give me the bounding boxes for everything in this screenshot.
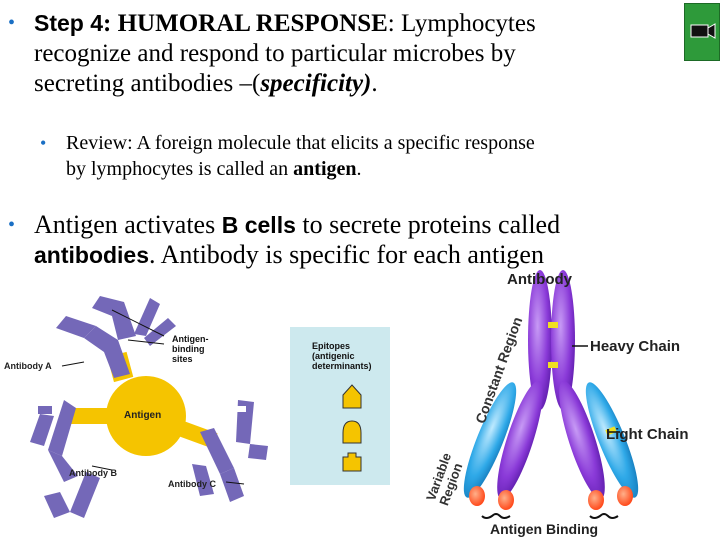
bullet1-line1: Step 4: HUMORAL RESPONSE: Lymphocytes: [34, 10, 536, 37]
video-camera-icon: [690, 23, 716, 39]
epitopes-panel: Epitopes (antigenic determinants): [290, 327, 390, 485]
heavy-chain-arm: [559, 380, 605, 500]
antibody-title: Antibody: [507, 271, 572, 288]
binding-tip: [588, 490, 604, 510]
light-chain: [463, 382, 517, 498]
leader-line: [127, 339, 165, 345]
nav-button[interactable]: [684, 3, 720, 61]
leader-line: [91, 465, 113, 471]
binding-bracket: [481, 513, 511, 519]
antibody-a-label: Antibody A: [4, 361, 52, 371]
heavy-chain-stem: [551, 270, 575, 410]
heavy-chain-stem: [528, 270, 552, 410]
binding-bracket: [589, 513, 619, 519]
bullet-review: • Review: A foreign molecule that elicit…: [40, 130, 690, 182]
antigen-binding-label: Antigen Binding: [490, 521, 599, 537]
heavy-chain-label: Heavy Chain: [590, 338, 681, 355]
bullet3-line1: Antigen activates B cells to secrete pro…: [34, 210, 561, 239]
bullet2-line1: Review: A foreign molecule that elicits …: [66, 132, 535, 154]
bullet-dot: •: [8, 12, 16, 34]
epitope-shape: [342, 420, 362, 444]
hinge-bar: [548, 322, 558, 328]
leader-line: [225, 481, 245, 485]
leader-line: [111, 309, 165, 337]
antigen-knob: [66, 408, 108, 424]
epitope-shape: [342, 384, 362, 409]
bullet-dot: •: [8, 214, 16, 236]
antigen-body: [106, 376, 186, 456]
leader-line: [61, 361, 85, 367]
bullet1-line3: secreting antibodies –(specificity).: [34, 70, 378, 97]
epitopes-label: Epitopes (antigenic determinants): [312, 341, 372, 371]
antibody-b-label: Antibody B: [69, 468, 117, 478]
binding-tip: [498, 490, 514, 510]
heavy-chain-arm: [497, 380, 543, 500]
bullet-step4: • Step 4: HUMORAL RESPONSE: Lymphocytes …: [8, 8, 668, 99]
epitope-shapes: [342, 384, 362, 472]
antibody-c-label: Antibody C: [168, 479, 216, 489]
antigen-label: Antigen: [124, 410, 162, 421]
antibody-a-shape: [56, 296, 176, 378]
bullet2-line2: by lymphocytes is called an antigen.: [66, 158, 362, 180]
antibody-structure-diagram: [463, 270, 639, 519]
antigen-antibodies-diagram: [30, 296, 268, 518]
hinge-bar: [605, 426, 617, 436]
epitope-shape: [342, 452, 362, 472]
bullet-antigen: • Antigen activates B cells to secrete p…: [8, 210, 708, 270]
binding-tip: [617, 486, 633, 506]
bullet3-line2: antibodies. Antibody is specific for eac…: [34, 240, 544, 269]
bullet1-line2: recognize and respond to particular micr…: [34, 40, 516, 67]
light-chain-label: Light Chain: [606, 426, 689, 443]
antibody-b-shape: [30, 400, 100, 518]
binding-sites-label: Antigen- binding sites: [172, 334, 209, 364]
hinge-bar: [548, 362, 558, 368]
binding-tip: [469, 486, 485, 506]
bullet-dot: •: [40, 133, 47, 153]
light-chain: [585, 382, 639, 498]
antibody-c-shape: [192, 400, 268, 502]
